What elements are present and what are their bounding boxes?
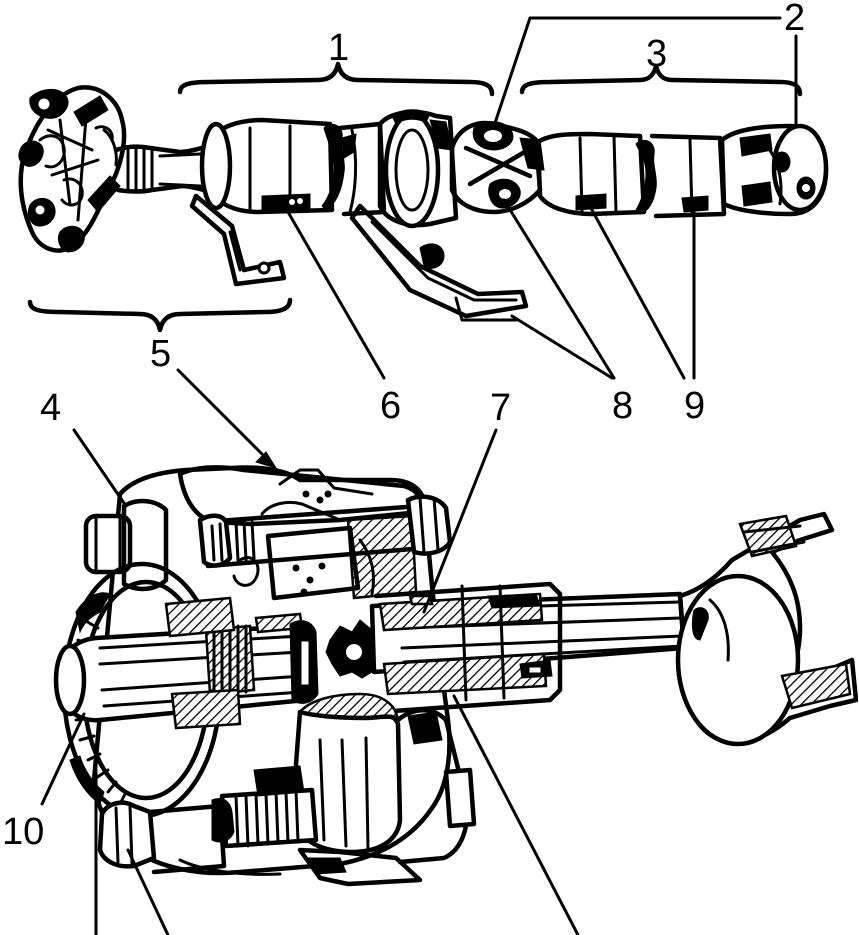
leader-bottom-c xyxy=(452,694,580,935)
intermediate-shaft xyxy=(113,143,215,195)
center-universal-joint xyxy=(449,120,545,215)
brace-3 xyxy=(519,63,803,97)
brace-5 xyxy=(27,297,293,333)
label-3: 3 xyxy=(646,33,667,75)
brace-marks xyxy=(27,61,803,333)
gear-housing xyxy=(83,465,453,876)
lower-sector xyxy=(97,692,477,887)
callout-labels: 1 2 3 4 5 6 7 8 9 10 xyxy=(2,0,805,853)
leader-7 xyxy=(422,428,498,614)
label-8: 8 xyxy=(612,385,633,427)
leader-10 xyxy=(40,712,86,806)
steering-column-tube xyxy=(189,117,335,287)
label-1: 1 xyxy=(328,27,349,69)
left-universal-joint xyxy=(18,85,127,253)
label-10: 10 xyxy=(2,811,44,853)
label-7: 7 xyxy=(490,387,511,429)
leader-8a xyxy=(502,198,616,380)
leader-bottom-b xyxy=(126,848,170,935)
leader-8b xyxy=(510,314,614,380)
bottom-leader-lines xyxy=(40,428,580,935)
top-leader-lines xyxy=(176,16,798,469)
label-9: 9 xyxy=(684,385,705,427)
leader-4 xyxy=(72,428,128,508)
bottom-assembly xyxy=(40,428,859,935)
label-2: 2 xyxy=(784,0,805,39)
brace-1 xyxy=(177,61,495,97)
bearing-housing xyxy=(349,109,529,322)
label-6: 6 xyxy=(380,385,401,427)
leader-6 xyxy=(286,210,386,380)
label-4: 4 xyxy=(40,387,61,429)
right-yoke xyxy=(675,511,859,747)
leader-5-arrow xyxy=(176,368,268,460)
leader-2-to-joint xyxy=(492,16,532,128)
lower-shaft-tube xyxy=(535,123,829,219)
label-5: 5 xyxy=(150,333,171,375)
top-assembly xyxy=(18,16,829,469)
leader-9a xyxy=(590,208,686,380)
main-splined-shaft xyxy=(53,581,687,730)
